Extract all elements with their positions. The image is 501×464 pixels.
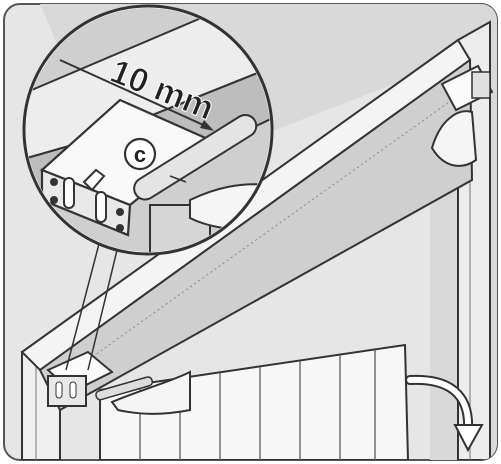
detail-magnifier: [22, 4, 274, 256]
lower-hinge-bracket: [46, 350, 114, 407]
hand-lower: [95, 370, 191, 415]
door-panel: [99, 343, 410, 460]
hand-upper: [430, 110, 478, 167]
leader-line: [65, 239, 101, 371]
svg-text:c: c: [134, 142, 146, 167]
step-marker: c: [123, 137, 157, 171]
upper-hinge-bracket: [440, 64, 494, 112]
